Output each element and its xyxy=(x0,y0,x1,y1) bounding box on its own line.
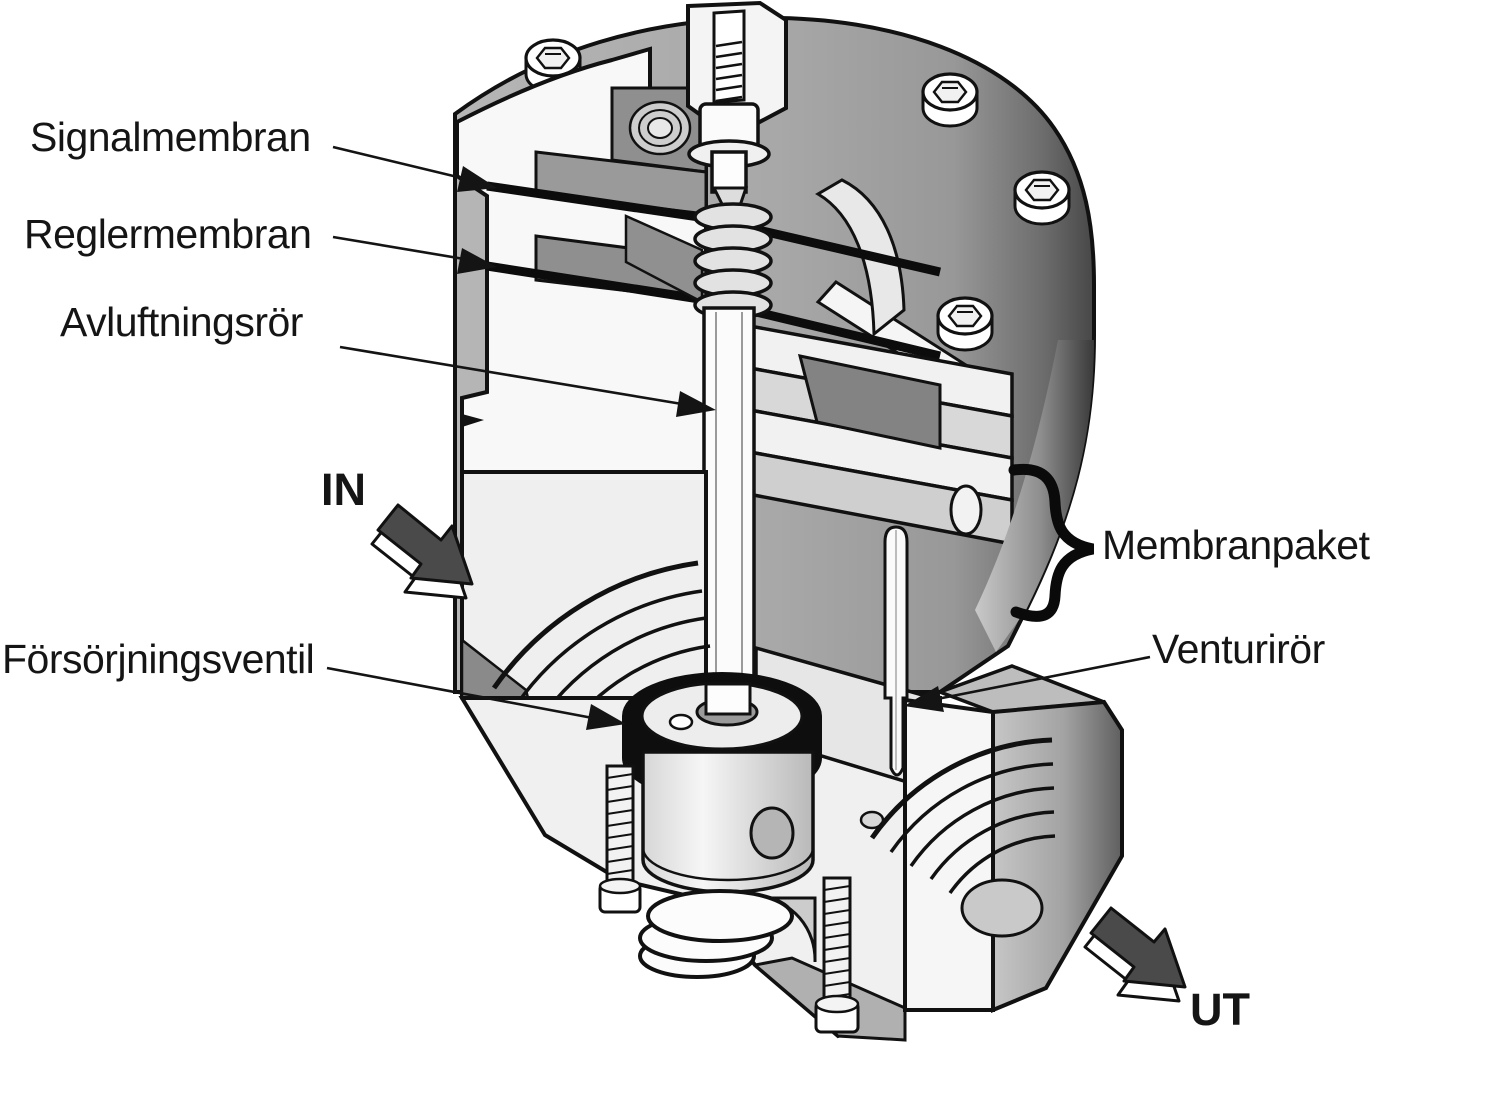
flange-cut-mark xyxy=(462,414,484,427)
hex-bolt-icon xyxy=(1013,170,1071,226)
label-avluftningsror: Avluftningsrör xyxy=(60,299,303,345)
leader-venturiror xyxy=(931,655,1151,702)
left-screw xyxy=(598,764,642,914)
cap-inner-bore xyxy=(815,178,906,338)
spring-coil xyxy=(646,889,794,943)
annotations xyxy=(326,145,1187,1003)
return-spring xyxy=(638,889,817,979)
in-flow-arrow-icon xyxy=(370,503,474,600)
vent-tube xyxy=(702,306,756,710)
leader-arrowhead-icon xyxy=(457,248,497,274)
signal-port-thread xyxy=(638,109,682,147)
membranpaket-brace-icon xyxy=(1008,463,1095,622)
vent-tube-assembly xyxy=(624,150,773,710)
leader-arrowhead-icon xyxy=(586,704,626,730)
piston-bottom-rim xyxy=(641,847,815,882)
stack-side-shade xyxy=(975,340,1094,652)
label-flow-ut: UT xyxy=(1190,984,1250,1035)
right-screw xyxy=(814,876,860,1034)
signal-port-thread xyxy=(647,117,673,139)
leader-arrowhead-icon xyxy=(904,686,944,712)
leader-arrowhead-icon xyxy=(457,166,497,192)
leader-signalmembran xyxy=(332,145,471,182)
outlet-port xyxy=(869,664,1124,1013)
stack-groove xyxy=(949,484,983,536)
piston-top-hole xyxy=(668,713,694,731)
outlet-block xyxy=(991,699,1124,1013)
adjustment-screw-thread xyxy=(715,40,743,103)
venturi-tube xyxy=(883,525,909,777)
leader-avluftningsror xyxy=(339,345,689,407)
stem-spring xyxy=(693,202,773,320)
label-venturiror: Venturirör xyxy=(1152,626,1325,672)
label-reglermembran: Reglermembran xyxy=(24,211,312,257)
adjustment-yoke xyxy=(686,0,788,169)
leader-forsorjningsventil xyxy=(326,666,599,721)
outlet-cut-face xyxy=(903,697,995,1012)
membrane-stack xyxy=(704,315,1094,652)
label-signalmembran: Signalmembran xyxy=(30,114,311,160)
upper-stem xyxy=(710,150,748,194)
outlet-thread-arcs xyxy=(869,737,1056,895)
leader-reglermembran xyxy=(332,235,471,262)
leader-arrowhead-icon xyxy=(676,391,716,417)
label-flow-in: IN xyxy=(321,464,366,515)
dark-chamber xyxy=(797,354,942,450)
label-forsorjningsventil: Försörjningsventil xyxy=(2,636,315,682)
outlet-bore-end xyxy=(960,878,1044,938)
mount-screws xyxy=(598,764,860,1034)
hex-bolt-icon xyxy=(921,72,979,128)
hex-bolt-icon xyxy=(936,296,994,352)
ut-flow-arrow-icon xyxy=(1083,906,1187,1003)
piston-side-hole xyxy=(749,806,795,860)
stem-through-piston xyxy=(704,682,752,716)
label-membranpaket: Membranpaket xyxy=(1102,522,1370,568)
supply-valve-piston xyxy=(622,672,822,894)
